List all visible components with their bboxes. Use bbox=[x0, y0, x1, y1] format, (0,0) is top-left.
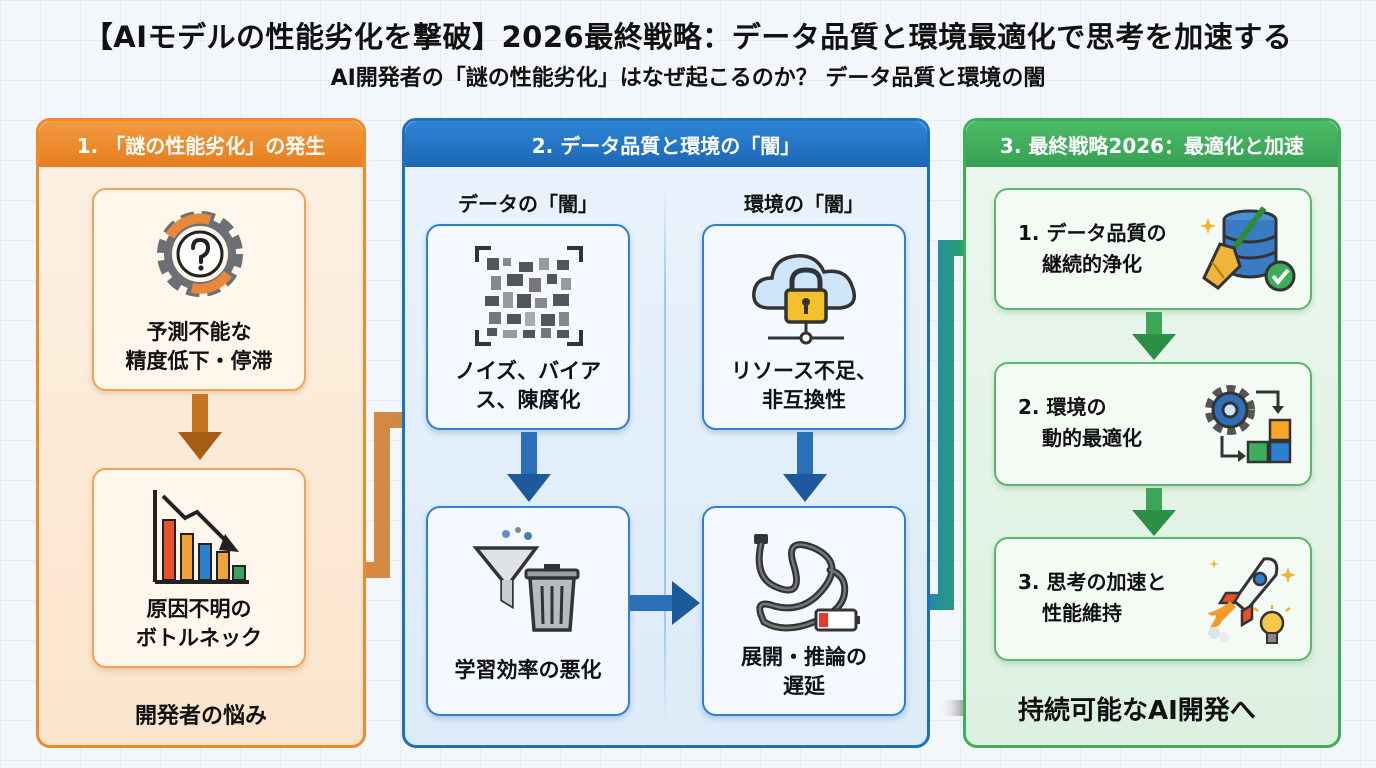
arrow-down-p1 bbox=[178, 394, 222, 460]
card-resource-line2: 非互換性 bbox=[761, 387, 846, 412]
card-unpredictable-line2: 精度低下・停滞 bbox=[125, 348, 273, 373]
arrow-down-data bbox=[507, 432, 551, 502]
step-env-optimization: 2. 環境の動的最適化 bbox=[994, 362, 1312, 486]
arrow-down-step1 bbox=[1132, 312, 1176, 360]
database-broom-icon bbox=[1200, 206, 1296, 292]
step3-line1: 3. 思考の加速と bbox=[1018, 570, 1167, 594]
card-noise-line2: ス、陳腐化 bbox=[475, 387, 581, 412]
card-resource-line1: リソース不足、 bbox=[731, 359, 877, 384]
declining-bar-chart-icon bbox=[153, 490, 249, 584]
arrow-down-env bbox=[783, 432, 827, 502]
page-title: 【AIモデルの性能劣化を撃破】2026最終戦略：データ品質と環境最適化で思考を加… bbox=[83, 20, 1293, 54]
card-resource-shortage: リソース不足、非互換性 bbox=[702, 224, 906, 430]
gear-question-icon bbox=[157, 211, 243, 297]
step2-line2: 動的最適化 bbox=[1042, 426, 1142, 450]
step-data-cleansing: 1. データ品質の継続的浄化 bbox=[994, 188, 1312, 310]
step1-line1: 1. データ品質の bbox=[1018, 221, 1167, 245]
panel-darkness: 2. データ品質と環境の「闇」 bbox=[402, 118, 930, 748]
card-deploy-line1: 展開・推論の bbox=[741, 645, 867, 670]
gear-blocks-icon bbox=[1205, 385, 1292, 464]
panel-problem-header: 1. 「謎の性能劣化」の発生 bbox=[39, 121, 363, 167]
panel-strategy-header: 3. 最終戦略2026：最適化と加速 bbox=[966, 121, 1338, 167]
cloud-lock-icon bbox=[752, 254, 856, 345]
step1-line2: 継続的浄化 bbox=[1042, 252, 1142, 276]
card-noise-bias: ノイズ、バイアス、陳腐化 bbox=[426, 224, 630, 430]
card-learning-line1: 学習効率の悪化 bbox=[454, 657, 602, 682]
developer-worries-label: 開発者の悩み bbox=[134, 704, 267, 729]
column-divider bbox=[664, 184, 666, 724]
step3-line2: 性能維持 bbox=[1042, 601, 1122, 625]
card-deploy-line2: 遅延 bbox=[783, 673, 825, 698]
data-darkness-heading: データの「闇」 bbox=[458, 192, 598, 216]
funnel-trash-icon bbox=[472, 527, 580, 632]
final-destination-label: 持続可能なAI開発へ bbox=[1018, 696, 1256, 726]
card-bottleneck-line1: 原因不明の bbox=[146, 597, 252, 622]
card-learning-efficiency: 学習効率の悪化 bbox=[426, 506, 630, 716]
card-unknown-bottleneck: 原因不明のボトルネック bbox=[92, 468, 306, 668]
page-subtitle: AI開発者の「謎の性能劣化」はなぜ起こるのか？ データ品質と環境の闇 bbox=[330, 66, 1046, 91]
card-noise-line1: ノイズ、バイア bbox=[454, 359, 602, 384]
env-darkness-heading: 環境の「闇」 bbox=[744, 192, 864, 216]
card-unpredictable-line1: 予測不能な bbox=[146, 320, 252, 345]
card-bottleneck-line2: ボトルネック bbox=[136, 625, 262, 650]
tangled-cable-battery-icon bbox=[754, 534, 860, 632]
panel-darkness-header: 2. データ品質と環境の「闇」 bbox=[405, 121, 927, 167]
rocket-lightbulb-icon bbox=[1208, 557, 1296, 644]
arrow-right-data-to-env bbox=[630, 581, 700, 625]
card-unpredictable-drop: 予測不能な精度低下・停滞 bbox=[92, 188, 306, 391]
noise-grid-icon bbox=[475, 246, 583, 346]
step2-line1: 2. 環境の bbox=[1018, 395, 1107, 419]
arrow-down-step2 bbox=[1132, 488, 1176, 536]
card-deploy-latency: 展開・推論の遅延 bbox=[702, 506, 906, 716]
step-accelerate-thinking: 3. 思考の加速と性能維持 bbox=[994, 537, 1312, 661]
